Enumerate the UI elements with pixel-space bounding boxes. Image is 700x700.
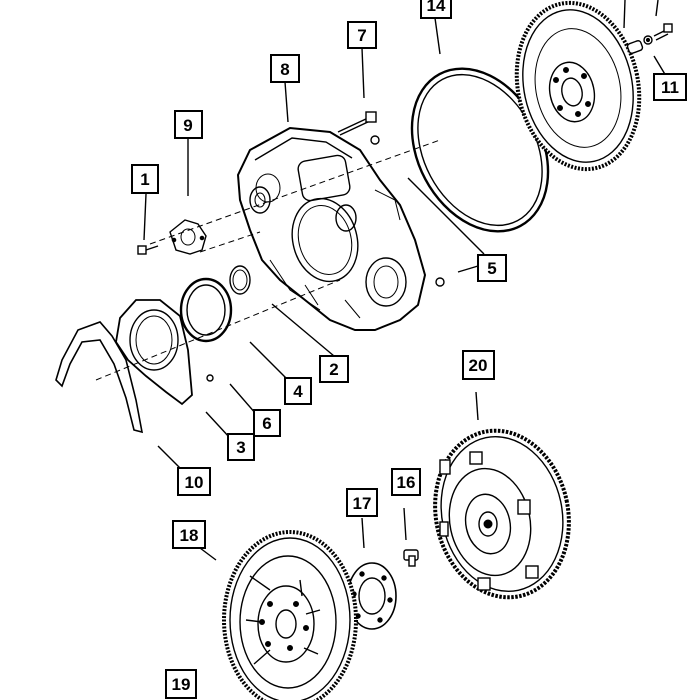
- part-3-rear-cover[interactable]: [115, 299, 214, 406]
- callout-9: 9: [174, 110, 203, 139]
- callout-label: 16: [397, 473, 416, 492]
- part-10-bracket[interactable]: [55, 321, 144, 434]
- flywheel-top[interactable]: [502, 0, 654, 181]
- callout-1: 1: [131, 164, 159, 194]
- callout-label: 19: [172, 675, 191, 694]
- callout-10: 10: [177, 467, 211, 496]
- callout-18: 18: [172, 520, 206, 549]
- part-7-bolt[interactable]: [337, 111, 377, 136]
- part-1-bolt[interactable]: [137, 245, 159, 255]
- part-18-flexplate[interactable]: [222, 530, 358, 700]
- callout-14: 14: [420, 0, 452, 19]
- callout-label: 14: [427, 0, 446, 15]
- part-8-flywheel-housing[interactable]: [236, 126, 445, 331]
- callout-label: 18: [180, 526, 199, 545]
- callout-5: 5: [477, 254, 507, 282]
- part-11-bolt[interactable]: [626, 23, 673, 54]
- callout-label: 10: [185, 473, 204, 492]
- callout-label: 11: [661, 78, 679, 97]
- callout-7: 7: [347, 21, 377, 49]
- callout-label: 17: [353, 494, 372, 513]
- callout-3: 3: [227, 433, 255, 461]
- callout-4: 4: [284, 377, 312, 405]
- callout-label: 6: [262, 414, 271, 433]
- callout-16: 16: [391, 468, 421, 496]
- alignment-lines: [95, 139, 441, 381]
- callout-label: 3: [236, 438, 245, 457]
- part-4-seal[interactable]: [179, 277, 233, 343]
- part-2-o-ring[interactable]: [229, 265, 251, 295]
- callout-label: 4: [293, 382, 303, 401]
- callout-2: 2: [319, 355, 349, 383]
- callout-label: 9: [183, 116, 192, 135]
- callout-label: 2: [329, 360, 338, 379]
- callout-label: 5: [487, 259, 496, 278]
- callout-label: 8: [280, 60, 289, 79]
- callout-label: 1: [140, 170, 149, 189]
- callout-label: 20: [469, 356, 488, 375]
- callout-6: 6: [253, 409, 281, 437]
- callout-label: 7: [357, 26, 366, 45]
- leader-lines: [143, 0, 667, 561]
- part-16-bolt[interactable]: [403, 549, 419, 567]
- callout-20: 20: [462, 350, 495, 380]
- callout-17: 17: [346, 488, 378, 517]
- callout-11: 11: [653, 73, 687, 101]
- callout-19: 19: [165, 669, 197, 699]
- part-9-gasket[interactable]: [169, 219, 207, 255]
- callout-8: 8: [270, 54, 300, 83]
- part-20-torque-converter[interactable]: [420, 418, 584, 610]
